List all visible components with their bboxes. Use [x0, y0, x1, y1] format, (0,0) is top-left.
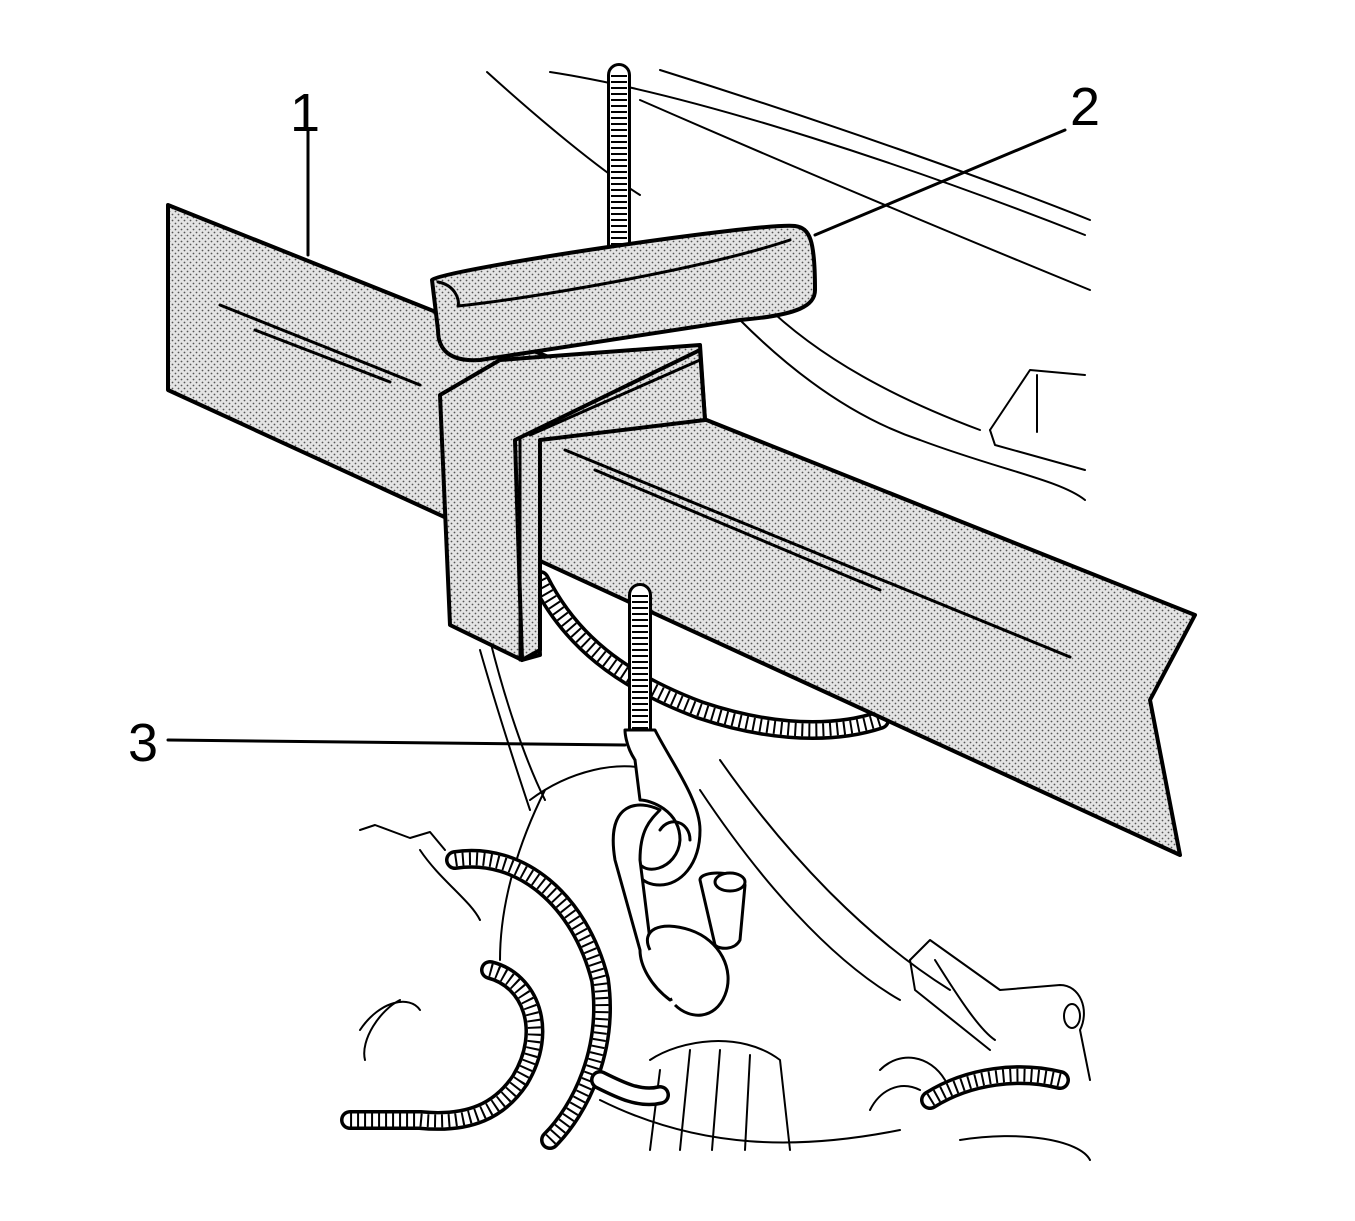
leader-lines — [166, 128, 1067, 747]
lifting-bracket — [438, 343, 707, 662]
lifting-hook — [611, 728, 747, 1017]
callout-2: 2 — [1070, 77, 1101, 137]
callout-1: 1 — [290, 83, 321, 143]
support-beam — [166, 203, 1197, 857]
crossbar-plate — [430, 223, 817, 363]
callout-3: 3 — [128, 713, 159, 773]
wiring-harness — [340, 570, 1070, 1150]
